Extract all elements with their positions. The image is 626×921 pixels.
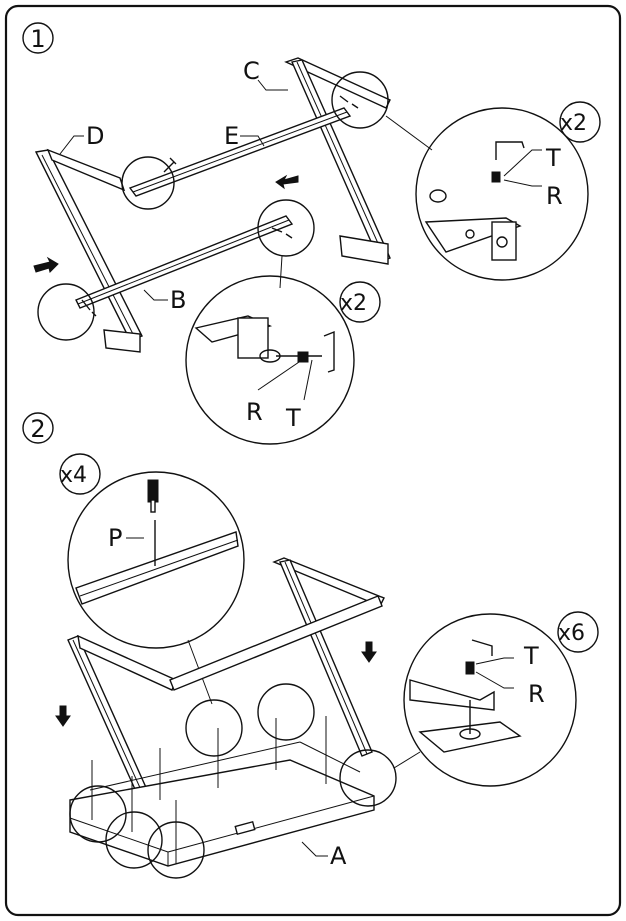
- callout-ring-top-left: [121, 156, 175, 210]
- arrow-right-frame: [275, 174, 299, 190]
- rail-b: [75, 215, 294, 309]
- label-c: C: [243, 57, 260, 85]
- callout-ring-front: [105, 811, 163, 869]
- step-1-label: 1: [30, 25, 45, 53]
- bolts-step2: [91, 716, 327, 864]
- arrow-down-right: [361, 641, 377, 663]
- leg-frame-right-step2: [272, 557, 385, 757]
- callout-ring-top-right: [331, 71, 389, 129]
- multiplier-top: x2: [560, 111, 587, 136]
- label-r3: R: [528, 680, 545, 708]
- arrow-left-frame: [33, 256, 59, 273]
- detail-screw: [67, 471, 245, 649]
- label-r2: R: [246, 398, 263, 426]
- multiplier-bolt-ring: [557, 611, 599, 653]
- callout-ring-left: [69, 785, 127, 843]
- detail-bolt-top: [415, 107, 589, 281]
- step-2-number: 2: [22, 412, 54, 444]
- label-t1: T: [545, 144, 561, 172]
- label-b: B: [170, 286, 186, 314]
- label-e: E: [224, 122, 239, 150]
- tabletop-a: [69, 741, 375, 867]
- leg-frame-c: [284, 57, 391, 265]
- step-1-number: 1: [22, 22, 54, 54]
- rail-e: [128, 107, 352, 197]
- multiplier-screw: x4: [60, 463, 87, 488]
- top-rail-step2: [169, 595, 383, 691]
- callout-ring-bottom-left: [37, 283, 95, 341]
- page-border: [4, 4, 622, 917]
- multiplier-bottom-ring: [339, 281, 381, 323]
- detail-bolt-bottom: [185, 275, 355, 445]
- label-t2: T: [285, 404, 301, 432]
- callout-ring-front-right: [147, 821, 205, 879]
- detail-bolt-step2: [403, 613, 577, 787]
- leg-frame-left-step2: [67, 634, 177, 837]
- step-2-label: 2: [30, 415, 45, 443]
- label-p: P: [108, 524, 122, 552]
- leg-frame-d: [34, 148, 143, 353]
- callout-ring-mid: [257, 683, 315, 741]
- callout-ring-bottom-right: [257, 199, 315, 257]
- label-a: A: [330, 842, 347, 870]
- multiplier-bottom: x2: [340, 291, 367, 316]
- callout-ring-screw: [185, 699, 243, 757]
- label-r1: R: [546, 182, 563, 210]
- label-t3: T: [523, 642, 539, 670]
- multiplier-bolt: x6: [558, 621, 585, 646]
- label-d: D: [86, 122, 104, 150]
- multiplier-screw-ring: [59, 453, 101, 495]
- arrow-down-left: [55, 705, 71, 727]
- multiplier-top-ring: [559, 101, 601, 143]
- callout-ring-right: [339, 749, 397, 807]
- bolt-marks-step1: [81, 95, 359, 317]
